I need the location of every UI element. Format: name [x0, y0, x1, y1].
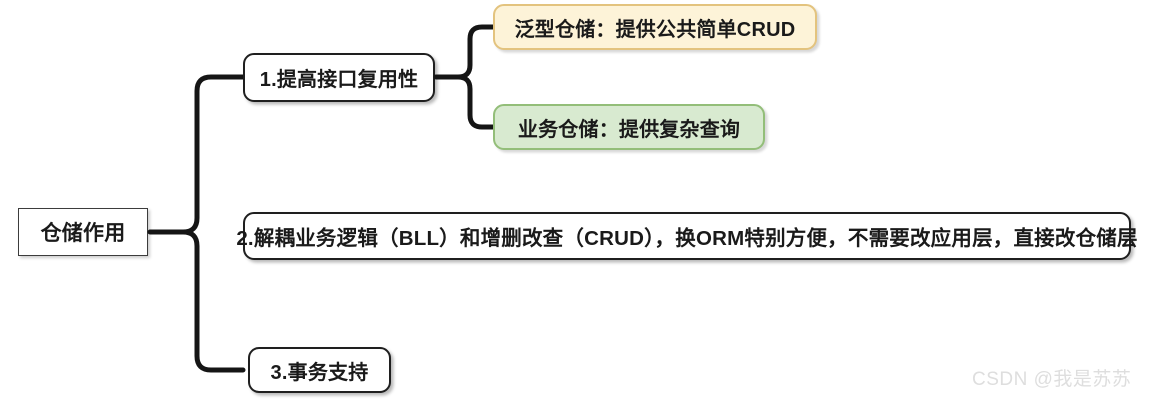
node-leaf-generic-repository[interactable]: 泛型仓储：提供公共简单CRUD	[493, 4, 817, 50]
node-branch-improve-interface-reuse[interactable]: 1.提高接口复用性	[243, 53, 435, 102]
node-leaf-business-repository[interactable]: 业务仓储：提供复杂查询	[493, 104, 765, 150]
csdn-watermark: CSDN @我是苏苏	[972, 369, 1132, 390]
node-branch-transaction-support[interactable]: 3.事务支持	[248, 347, 391, 393]
node-branch-decouple-bll-crud[interactable]: 2.解耦业务逻辑（BLL）和增删改查（CRUD），换ORM特别方便，不需要改应用…	[236, 212, 1137, 260]
node-root-warehouse-role[interactable]: 仓储作用	[18, 208, 148, 256]
